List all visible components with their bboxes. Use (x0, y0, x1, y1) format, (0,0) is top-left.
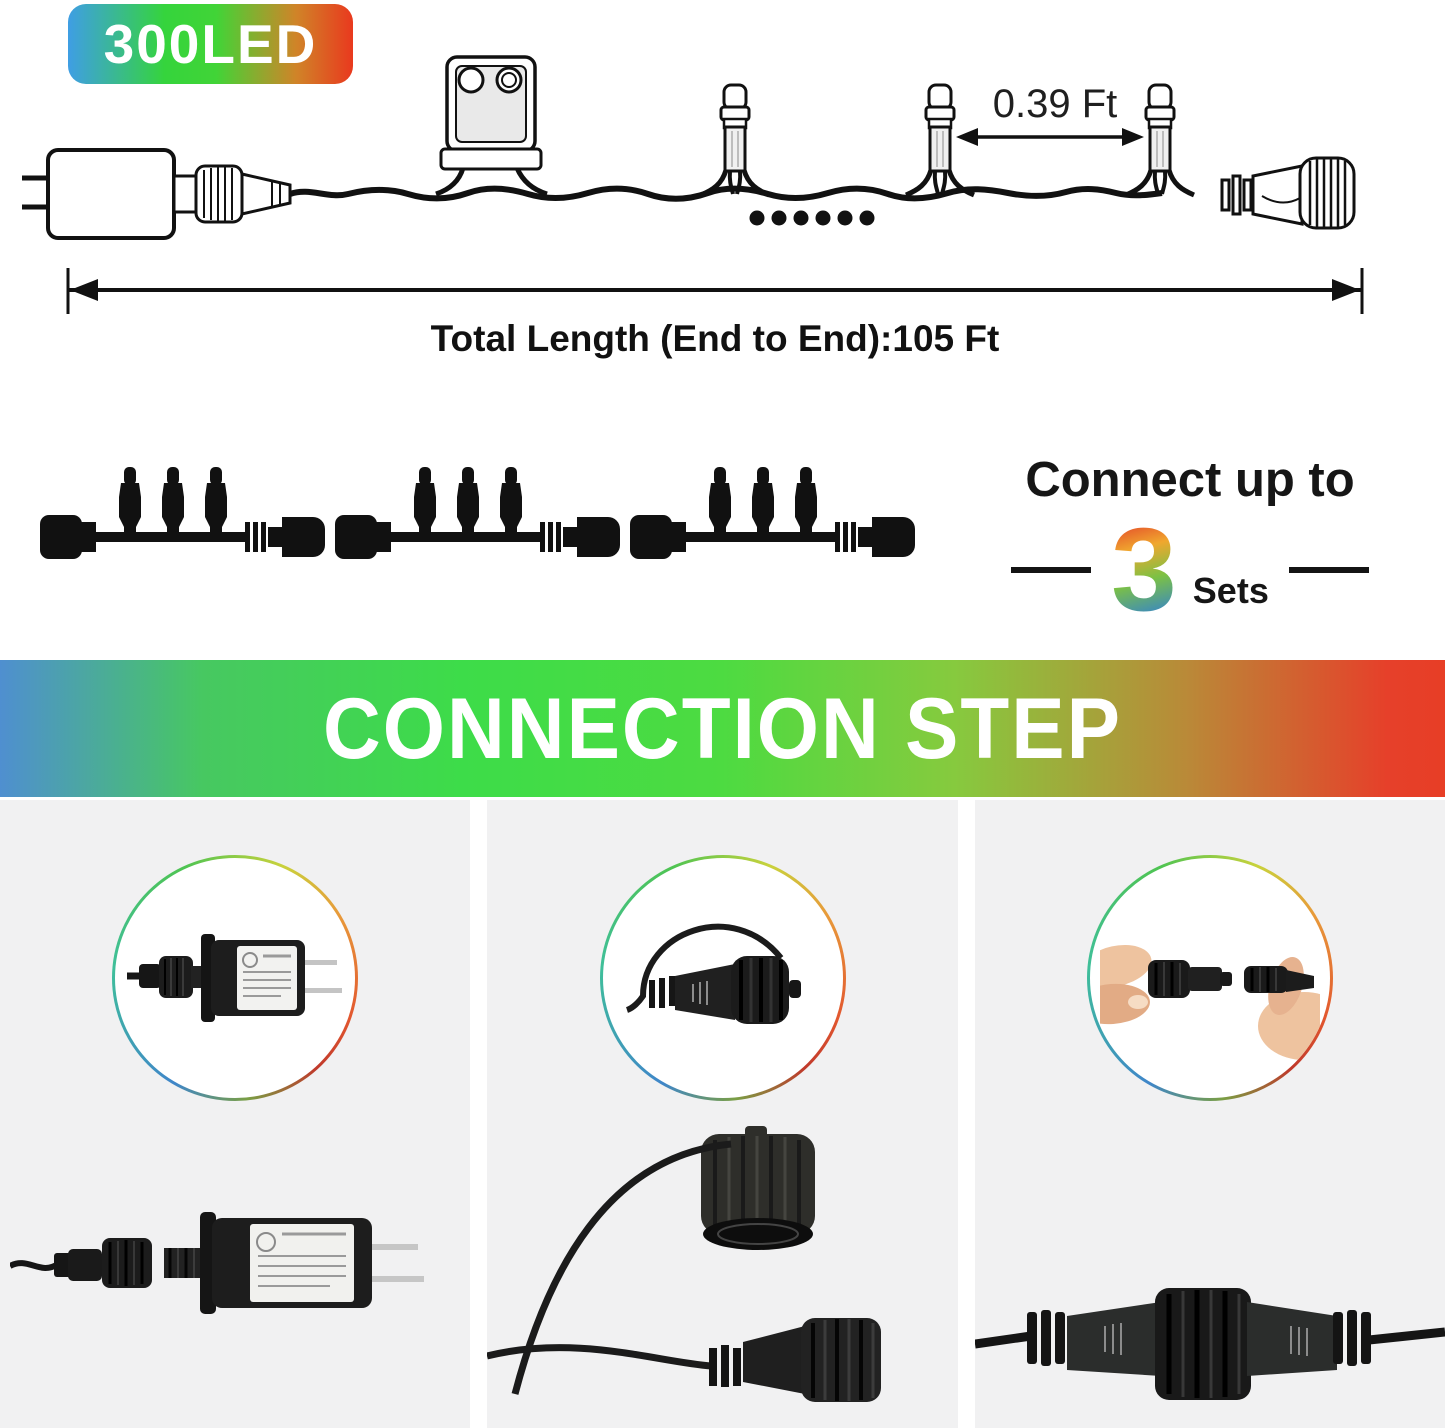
light-string-segment (335, 467, 620, 559)
hands-joining-connectors-photo-illustration (1100, 945, 1320, 1060)
step-column-join (975, 800, 1445, 1428)
total-length-label: Total Length (End to End):105 Ft (430, 318, 1000, 359)
led-count-badge: 300LED (68, 4, 353, 84)
connect-up-to-block: Connect up to 3 Sets (985, 452, 1395, 636)
bulb-spacing-arrow (956, 128, 1144, 146)
left-dash (1011, 567, 1092, 574)
string-light-diagram (22, 55, 1364, 314)
step-column-cap (487, 800, 958, 1428)
controller-box-drawing (435, 55, 548, 197)
step3-circle-photo (1087, 855, 1333, 1101)
light-string-segment (40, 467, 325, 559)
power-adapter-drawing (22, 148, 292, 240)
joined-connectors-photo-illustration (975, 1288, 1445, 1400)
end-connector-drawing (1220, 156, 1356, 230)
right-dash (1288, 567, 1369, 574)
banner-title: CONNECTION STEP (323, 679, 1122, 777)
connection-step-banner: CONNECTION STEP (0, 660, 1445, 797)
connect-unit: Sets (1192, 570, 1269, 612)
connector-cap-photo-illustration (625, 923, 801, 1024)
led-count-label: 300LED (103, 13, 318, 75)
light-string-segment (630, 467, 915, 559)
connect-heading: Connect up to (1025, 453, 1355, 507)
ellipsis-dots (749, 210, 875, 226)
cap-and-threaded-connector-photo-illustration (487, 1126, 881, 1402)
light-string-segments (30, 455, 960, 605)
main-wire (289, 185, 1163, 202)
step2-circle-photo (599, 855, 846, 1101)
bulb-spacing-label: 0.39 Ft (992, 82, 1118, 126)
step-column-adapter (0, 800, 470, 1428)
step1-circle-photo (112, 855, 358, 1101)
led-bulb-drawing (701, 85, 769, 195)
power-adapter-photo-illustration (127, 934, 342, 1022)
adapter-detached-connector-photo-illustration (10, 1212, 424, 1314)
total-length-arrow (66, 268, 1364, 314)
connect-number: 3 (1111, 504, 1177, 636)
connection-steps-photos (0, 800, 1445, 1428)
